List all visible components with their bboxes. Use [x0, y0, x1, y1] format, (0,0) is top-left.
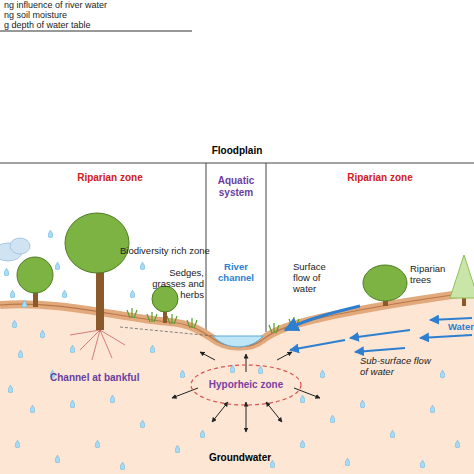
grass-tuft [167, 314, 177, 324]
exchange-arrow [294, 388, 320, 398]
surface-flow-arrow [285, 306, 360, 330]
raindrop [390, 430, 395, 438]
flow-arrow [420, 335, 472, 338]
raindrop [150, 345, 155, 353]
diagram-label: Riparian zone [325, 172, 435, 184]
raindrop [15, 440, 20, 448]
raindrop [330, 415, 335, 423]
raindrop [300, 440, 305, 448]
zone-ellipse: Hyporheic zone [190, 364, 302, 406]
grass-tuft [269, 323, 279, 333]
ground-line [0, 292, 474, 347]
river-water [213, 336, 263, 347]
exchange-arrow [266, 402, 282, 422]
diagram-label: Floodplain [187, 145, 287, 157]
raindrop [30, 405, 35, 413]
raindrop [140, 262, 145, 270]
diagram-label: ng influence of river water [4, 0, 204, 10]
flow-arrow [355, 348, 405, 352]
raindrop [258, 366, 263, 374]
diagram-label: g depth of water table [4, 20, 204, 30]
diagram-label: Channel at bankful [50, 372, 170, 384]
raindrop [40, 330, 45, 338]
cloud [10, 238, 30, 254]
raindrop [420, 460, 425, 468]
raindrop [180, 370, 185, 378]
raindrop [12, 320, 17, 328]
diagram-label: Sub-surface flow of water [360, 356, 440, 378]
exchange-arrow [277, 352, 292, 360]
diagram-label: ng soil moisture [4, 10, 204, 20]
raindrop [320, 370, 325, 378]
raindrop [18, 350, 23, 358]
diagram-label: Riparian trees [410, 264, 458, 286]
raindrop [62, 290, 67, 298]
flow-arrow [350, 330, 410, 338]
raindrop [110, 395, 115, 403]
raindrop [70, 400, 75, 408]
raindrop [140, 420, 145, 428]
raindrop [4, 268, 9, 276]
exchange-arrow [172, 388, 198, 398]
grass-tuft [147, 312, 157, 322]
zone-name: Hyporheic zone [190, 379, 302, 391]
diagram-label: Aquatic system [207, 175, 265, 198]
tree-canopy [363, 265, 407, 301]
raindrop [360, 400, 365, 408]
soil [0, 292, 474, 474]
raindrop [430, 405, 435, 413]
diagram-label: Groundwater [190, 452, 290, 464]
diagram-label: Surface flow of water [293, 262, 345, 295]
raindrop [455, 440, 460, 448]
tree-canopy [152, 286, 178, 312]
raindrop [95, 440, 100, 448]
raindrop [175, 445, 180, 453]
flow-arrow [430, 318, 472, 320]
diagram-label: Biodiversity rich zone [120, 246, 240, 257]
tree-canopy [17, 257, 53, 293]
soil-surface [0, 292, 474, 347]
raindrop [200, 430, 205, 438]
diagram-label: Riparian zone [55, 172, 165, 184]
raindrop [130, 290, 135, 298]
conifer-tree [450, 255, 474, 298]
grass-tuft [187, 318, 197, 328]
ellipse-outline [191, 365, 301, 405]
exchange-arrow [246, 402, 247, 432]
raindrop [70, 345, 75, 353]
raindrop [48, 230, 53, 238]
raindrop [55, 262, 60, 270]
exchange-arrow [200, 352, 215, 360]
grass-tuft [127, 308, 137, 318]
floodplain-line [0, 163, 474, 164]
raindrop [440, 370, 445, 378]
tree-roots [70, 330, 125, 360]
diagram-label: Sedges, grasses and herbs [140, 268, 204, 301]
raindrop [22, 300, 27, 308]
diagram-label: Water [438, 322, 474, 333]
diagram-label: River channel [210, 262, 262, 284]
raindrop [345, 458, 350, 466]
raindrop [55, 455, 60, 463]
bankful-line [120, 327, 213, 336]
tree-canopy [65, 213, 129, 273]
raindrop [120, 462, 125, 470]
raindrop [8, 385, 13, 393]
zone-divider [266, 163, 267, 332]
table-rule [0, 31, 192, 32]
raindrop [300, 395, 305, 403]
flow-arrow [290, 340, 345, 350]
exchange-arrow [212, 402, 228, 422]
raindrop [10, 290, 15, 298]
exchange-arrow [246, 354, 247, 372]
